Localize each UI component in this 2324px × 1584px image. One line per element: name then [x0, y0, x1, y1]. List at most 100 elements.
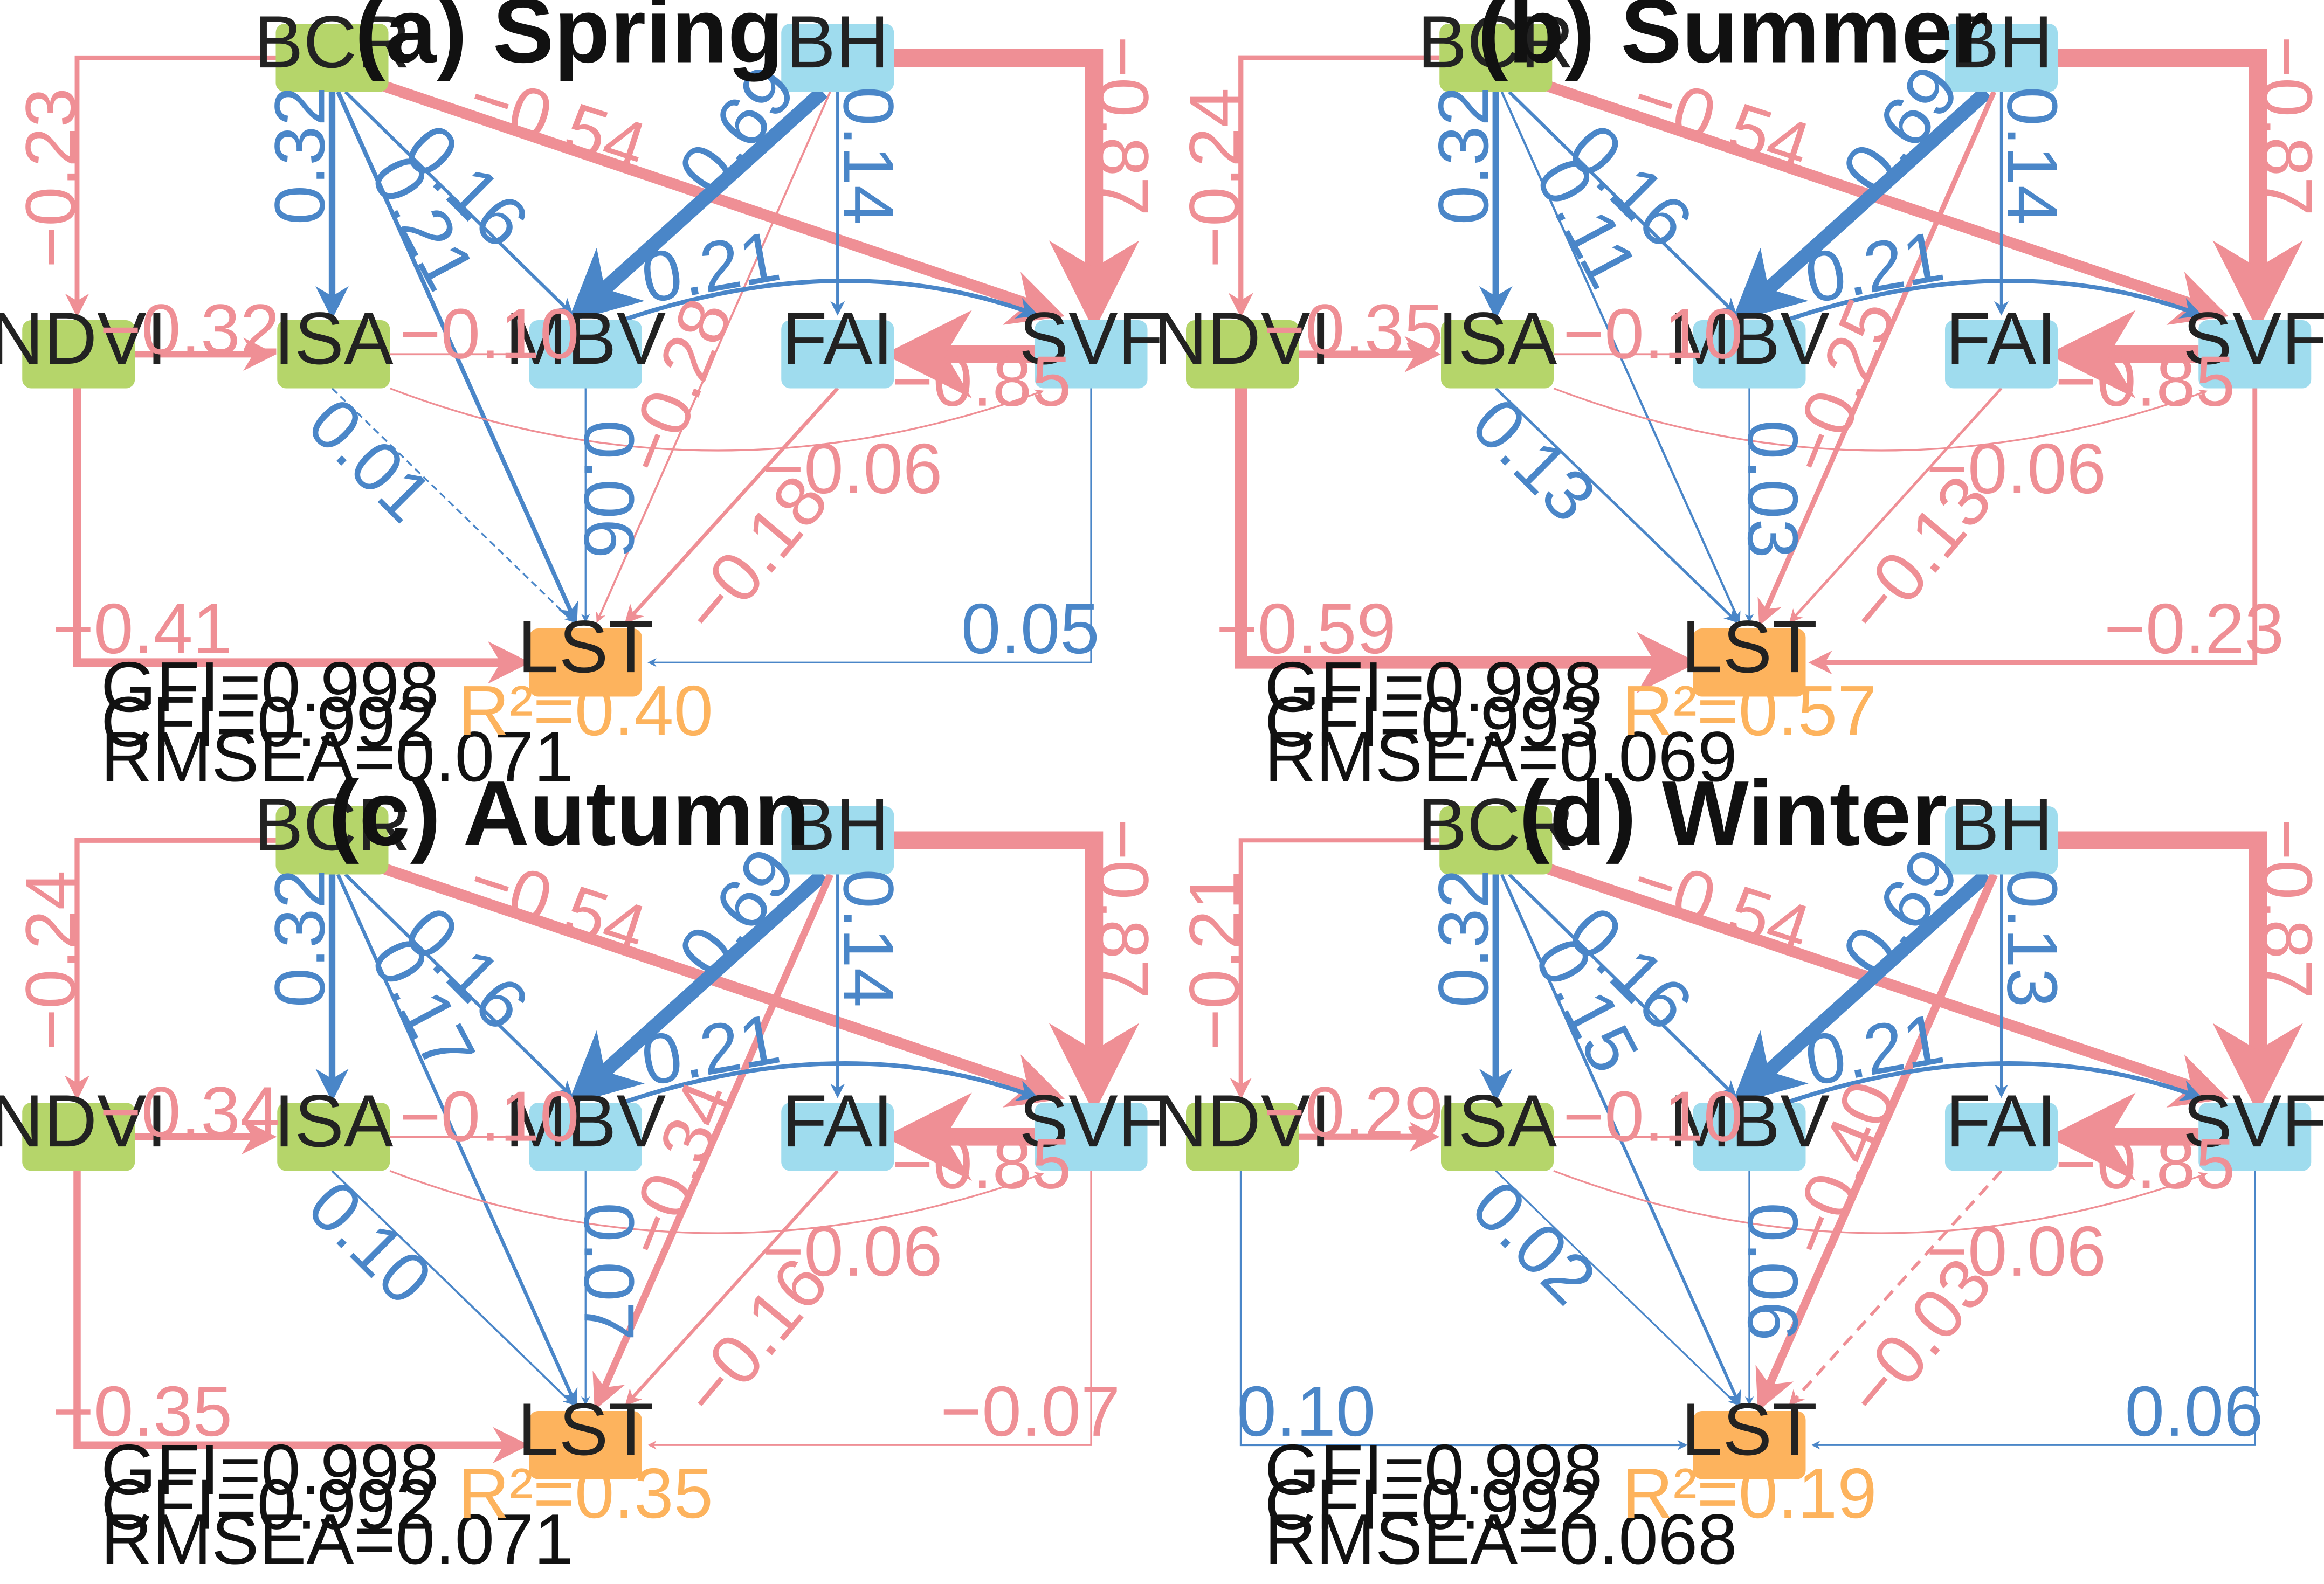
node-label: BCR	[254, 1, 410, 84]
node-label: FAI	[782, 1080, 893, 1163]
node-label: BH	[786, 1, 889, 84]
r2-value: R²=0.40	[458, 671, 713, 750]
node-label: BCR	[254, 784, 410, 866]
node-bh: BH	[781, 1, 894, 92]
coef-bcr_ndvi: −0.23	[11, 88, 90, 268]
fit-rmsea: RMSEA=0.069	[1265, 717, 1737, 796]
arrow-bcr_ndvi	[65, 55, 276, 318]
node-label: MBV	[505, 1080, 666, 1163]
node-label: SVF	[1019, 1080, 1163, 1163]
node-lst: LST	[1681, 606, 1817, 697]
arrow-isa_svf	[389, 1170, 1044, 1234]
coef-fai_lst: −0.03	[1830, 1243, 2006, 1432]
arrow-bcr_mbv	[1508, 91, 1737, 315]
node-label: SVF	[2183, 298, 2324, 380]
node-isa: ISA	[1438, 298, 1557, 389]
coef-svf_fai: −0.85	[892, 1124, 1072, 1203]
node-ndvi: NDVI	[1154, 1080, 1331, 1171]
arrow-bh_svf	[2058, 49, 2303, 331]
coef-mbv_lst: 0.06	[1733, 1202, 1812, 1341]
node-label: NDVI	[0, 1080, 167, 1163]
node-isa: ISA	[1438, 1080, 1557, 1171]
node-fai: FAI	[781, 298, 894, 389]
coef-bh_fai: 0.14	[829, 86, 908, 225]
arrow-bcr_mbv	[344, 873, 574, 1098]
arrow-bcr_lst	[336, 874, 578, 1407]
coef-svf_lst: −0.07	[940, 1372, 1120, 1451]
node-bcr: BCR	[1418, 784, 1574, 875]
coef-ndvi_lst: −0.35	[52, 1372, 232, 1451]
node-label: NDVI	[0, 298, 167, 380]
arrow-fai_lst	[1789, 1170, 2003, 1406]
arrow-svf_lst	[647, 1171, 1092, 1450]
fit-gfi: GFI=0.998	[1265, 1430, 1603, 1509]
node-label: BH	[1950, 1, 2053, 84]
node-lst: LST	[1681, 1388, 1817, 1479]
arrow-ndvi_lst	[73, 1171, 529, 1463]
node-label: BCR	[1418, 784, 1574, 866]
node-label: SVF	[1019, 298, 1163, 380]
arrow-bh_svf	[2058, 831, 2303, 1113]
node-bcr: BCR	[254, 1, 410, 92]
panel-title: (d) Winter	[1519, 763, 1947, 865]
arrow-ndvi_lst	[1235, 388, 1698, 694]
coef-ndvi_lst: −0.59	[1216, 589, 1396, 668]
fit-cfi: CFI=0.992	[101, 1465, 435, 1544]
r2-value: R²=0.19	[1622, 1454, 1877, 1533]
coef-isa_mbv: −0.10	[1563, 1077, 1743, 1156]
arrow-bh_svf	[894, 831, 1140, 1113]
coef-svf_fai: −0.85	[2055, 1124, 2235, 1203]
coef-bh_svf: −0.87	[1084, 36, 1163, 216]
arrow-mbv_svf	[1785, 1061, 2203, 1105]
node-lst: LST	[518, 606, 653, 697]
node-bcr: BCR	[1418, 1, 1574, 92]
r2-value: R²=0.35	[458, 1454, 713, 1533]
coef-fai_lst: −0.18	[666, 461, 843, 649]
node-mbv: MBV	[505, 1080, 666, 1171]
coef-isa_svf: −0.06	[1926, 429, 2106, 508]
node-fai: FAI	[1945, 1080, 2058, 1171]
path-arrows	[1228, 49, 2303, 694]
node-mbv: MBV	[1669, 298, 1830, 389]
fit-gfi: GFI=0.998	[101, 647, 439, 727]
fit-rmsea: RMSEA=0.071	[101, 717, 574, 796]
node-bh: BH	[1945, 784, 2058, 875]
arrow-isa_lst	[331, 388, 574, 622]
node-label: ISA	[274, 1080, 394, 1163]
node-label: NDVI	[1154, 1080, 1331, 1163]
path-arrows	[1230, 831, 2303, 1450]
coef-bcr_ndvi: −0.24	[1175, 88, 1254, 268]
coef-svf_lst: −0.23	[2104, 589, 2284, 668]
node-label: MBV	[1669, 1080, 1830, 1163]
node-ndvi: NDVI	[0, 1080, 167, 1171]
node-fai: FAI	[781, 1080, 894, 1171]
node-isa: ISA	[274, 1080, 394, 1171]
arrow-mbv_svf	[622, 278, 1039, 322]
coef-isa_lst: 0.13	[1457, 383, 1611, 537]
coef-bcr_isa: 0.32	[260, 86, 339, 225]
coef-svf_lst: 0.06	[2125, 1372, 2264, 1451]
node-label: BH	[1950, 784, 2053, 866]
arrow-bh_mbv	[567, 869, 828, 1105]
arrow-bh_lst	[596, 91, 831, 623]
node-lst: LST	[518, 1388, 653, 1479]
coef-isa_svf: −0.06	[762, 429, 942, 508]
coef-isa_svf: −0.06	[1926, 1212, 2106, 1291]
arrow-bcr_lst	[336, 91, 578, 625]
coef-ndvi_isa: −0.34	[100, 1072, 280, 1151]
node-bh: BH	[1945, 1, 2058, 92]
panel-title: (c) Autumn	[328, 763, 810, 865]
arrow-bh_lst	[1757, 91, 1997, 626]
node-label: FAI	[782, 298, 893, 380]
coef-isa_mbv: −0.10	[399, 294, 580, 373]
arrow-mbv_svf	[622, 1061, 1039, 1105]
coef-isa_lst: 0.01	[293, 383, 447, 537]
node-label: MBV	[505, 298, 666, 380]
coef-isa_lst: 0.10	[293, 1165, 447, 1319]
